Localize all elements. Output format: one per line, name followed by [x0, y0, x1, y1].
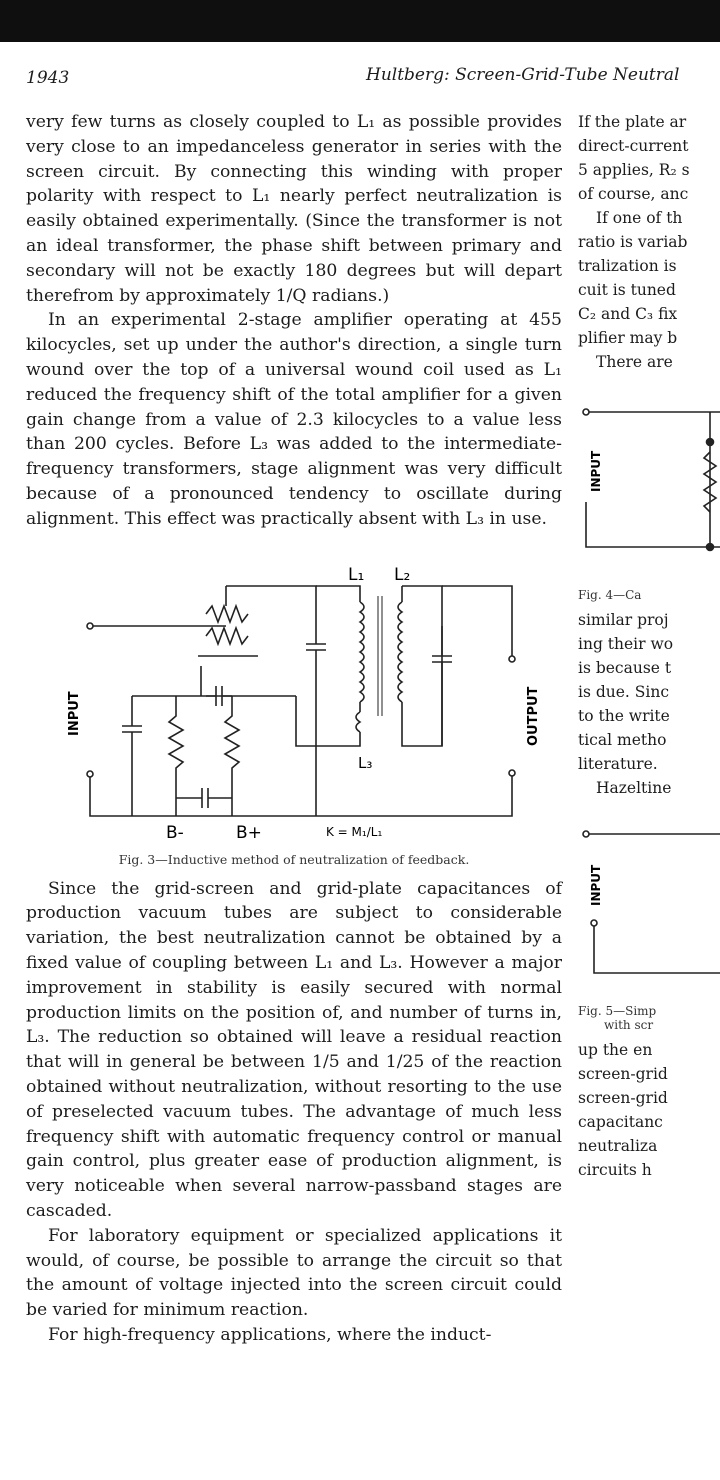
- figure-4-input-label: INPUT: [589, 450, 603, 492]
- figure-3-l1-label: L₁: [348, 565, 364, 585]
- figure-5-caption-line-1: Fig. 5—Simp: [578, 1004, 657, 1018]
- figure-3-input-label: INPUT: [67, 691, 82, 736]
- text-line: plifier may b: [578, 329, 678, 347]
- figure-5-circuit-diagram: INPUT: [582, 830, 720, 974]
- figure-5: INPUT Fig. 5—Simp with scr: [578, 808, 720, 1032]
- text-line: neutraliza: [578, 1137, 658, 1155]
- page-header: 1943 Hultberg: Screen-Grid-Tube Neutral: [0, 42, 720, 92]
- figure-3-output-label: OUTPUT: [526, 686, 541, 746]
- figure-5-input-label: INPUT: [589, 864, 603, 906]
- paragraph: very few turns as closely coupled to L₁ …: [26, 112, 562, 306]
- text-line: If the plate ar: [578, 113, 687, 131]
- paragraph: For high-frequency applications, where t…: [48, 1324, 492, 1345]
- running-title: Hultberg: Screen-Grid-Tube Neutral: [366, 65, 680, 85]
- text-line: up the en: [578, 1041, 653, 1059]
- figure-3-k-formula: K = M₁/L₁: [326, 825, 382, 839]
- text-line: ratio is variab: [578, 233, 688, 251]
- text-line: 5 applies, R₂ s: [578, 161, 690, 179]
- text-line: ing their wo: [578, 635, 674, 653]
- right-column: If the plate ar direct-current 5 applies…: [578, 110, 720, 1182]
- text-line: cuit is tuned: [578, 281, 676, 299]
- text-line: direct-current: [578, 137, 689, 155]
- text-line: tralization is: [578, 257, 677, 275]
- text-line: Hazeltine: [596, 779, 672, 797]
- text-line: is due. Sinc: [578, 683, 670, 701]
- text-line: of course, anc: [578, 185, 689, 203]
- figure-3-caption: Fig. 3—Inductive method of neutralizatio…: [118, 851, 470, 867]
- top-dark-band: [0, 0, 720, 42]
- text-line: There are: [596, 353, 673, 371]
- text-line: is because t: [578, 659, 672, 677]
- paragraph: In an experimental 2-stage amplifier ope…: [26, 310, 562, 529]
- figure-3-l3-label: L₃: [358, 754, 372, 772]
- text-line: to the write: [578, 707, 670, 725]
- paragraph: Since the grid-screen and grid-plate cap…: [26, 878, 562, 1221]
- figure-4: INPUT Fig. 4—Ca: [578, 382, 720, 602]
- figure-4-caption: Fig. 4—Ca: [578, 588, 642, 602]
- figure-3-circuit-diagram: INPUT OUTPUT L₁ L₂ L₃ B- B+ K = M₁/L₁: [67, 565, 541, 843]
- text-line: tical metho: [578, 731, 667, 749]
- figure-3: INPUT OUTPUT L₁ L₂ L₃ B- B+ K = M₁/L₁ Fi…: [26, 546, 562, 867]
- page-number: 1943: [26, 68, 70, 88]
- text-line: similar proj: [578, 611, 669, 629]
- text-line: C₂ and C₃ fix: [578, 305, 678, 323]
- text-line: If one of th: [596, 209, 683, 227]
- text-line: literature.: [578, 755, 658, 773]
- paragraph: For laboratory equipment or specialized …: [26, 1225, 562, 1321]
- text-line: circuits h: [578, 1161, 652, 1179]
- left-column: very few turns as closely coupled to L₁ …: [26, 110, 562, 1348]
- text-line: screen-grid: [578, 1089, 668, 1107]
- figure-3-l2-label: L₂: [394, 565, 410, 585]
- figure-3-b-plus-label: B+: [236, 823, 262, 843]
- figure-3-b-minus-label: B-: [166, 823, 184, 843]
- text-line: screen-grid: [578, 1065, 668, 1083]
- figure-4-circuit-diagram: INPUT: [582, 408, 720, 552]
- text-line: capacitanc: [578, 1113, 663, 1131]
- figure-5-caption-line-2: with scr: [604, 1018, 654, 1032]
